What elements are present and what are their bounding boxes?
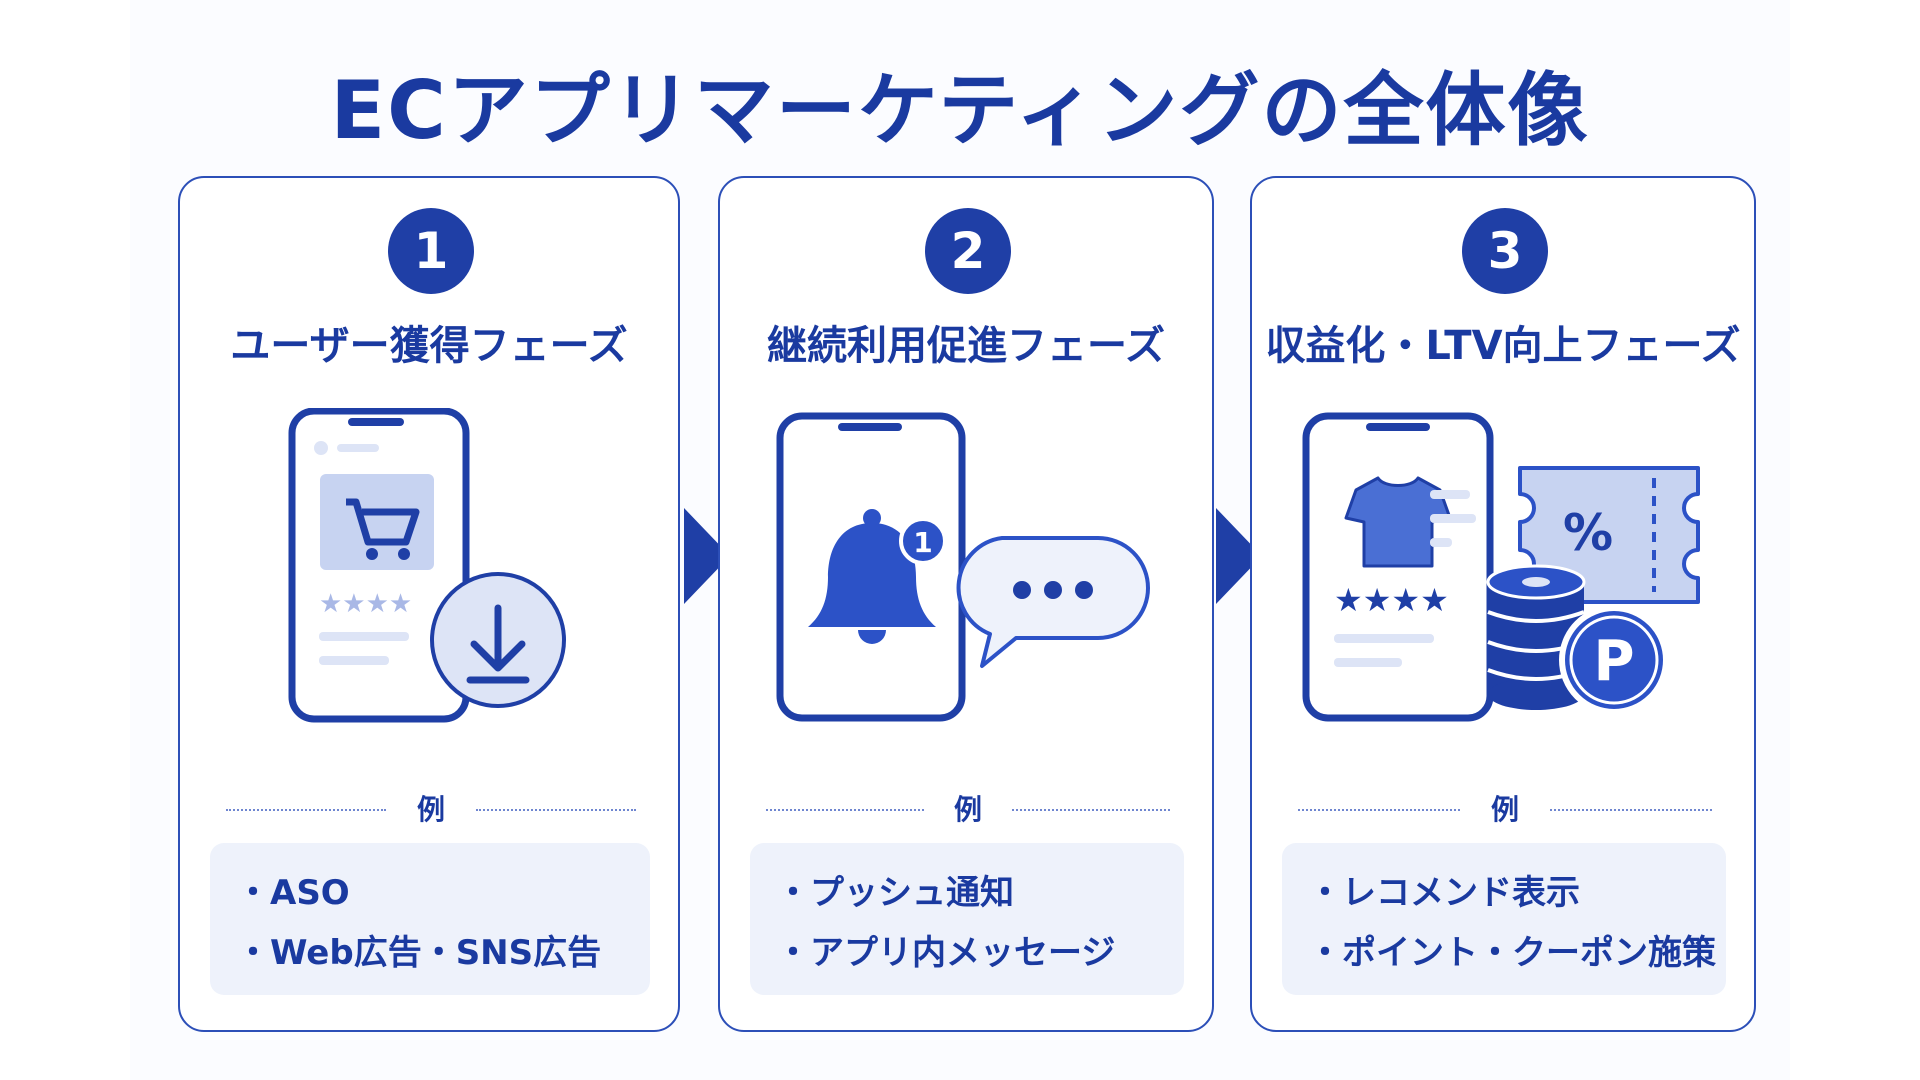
phase-title: 収益化・LTV向上フェーズ (1265, 323, 1741, 369)
notification-count: 1 (913, 526, 932, 559)
coin-stack-icon: P (1486, 564, 1669, 715)
example-item: ・アプリ内メッセージ (776, 925, 1115, 974)
point-symbol: P (1593, 629, 1634, 694)
phase-card-2: 2 継続利用促進フェーズ 1 例 ・プッシュ通知 ・アプリ内メッセージ (718, 176, 1214, 1032)
example-item: ・ASO (236, 865, 350, 914)
arrow-right-icon (1216, 508, 1262, 604)
example-box: ・プッシュ通知 ・アプリ内メッセージ (750, 843, 1184, 995)
phase-card-1: 1 ユーザー獲得フェーズ ★★★★ 例 ・ASO ・We (178, 176, 680, 1032)
coupon-symbol: % (1563, 504, 1613, 562)
monetization-illustration: ★★★★ % P (1302, 412, 1700, 722)
page-title: ECアプリマーケティングの全体像 (330, 64, 1590, 157)
example-divider: 例 (180, 788, 682, 828)
example-item: ・ポイント・クーポン施策 (1308, 925, 1716, 974)
bullet: ・ (776, 933, 810, 973)
bullet: ・ (236, 933, 270, 973)
chat-bubble-icon (956, 536, 1150, 668)
example-label: 例 (1490, 793, 1519, 826)
example-divider: 例 (720, 788, 1216, 828)
example-item: ・プッシュ通知 (776, 865, 1014, 914)
example-label: 例 (953, 793, 982, 826)
bullet: ・ (236, 873, 270, 913)
tshirt-icon (1344, 476, 1452, 568)
example-box: ・レコメンド表示 ・ポイント・クーポン施策 (1282, 843, 1726, 995)
example-item: ・Web広告・SNS広告 (236, 925, 601, 974)
bullet: ・ (1308, 873, 1342, 913)
step-number-badge: 1 (388, 208, 474, 294)
step-number-badge: 3 (1462, 208, 1548, 294)
arrow-right-icon (684, 508, 730, 604)
example-divider: 例 (1252, 788, 1758, 828)
phase-title: ユーザー獲得フェーズ (230, 323, 628, 369)
bell-icon: 1 (808, 509, 947, 644)
star-rating-icon: ★★★★ (1334, 581, 1449, 619)
bullet: ・ (776, 873, 810, 913)
bullet: ・ (1308, 933, 1342, 973)
retention-illustration: 1 (776, 412, 1150, 722)
step-number-badge: 2 (925, 208, 1011, 294)
svg-text:★★★★: ★★★★ (1334, 581, 1449, 619)
acquisition-illustration: ★★★★ (288, 408, 566, 723)
cart-icon (320, 474, 434, 570)
star-rating-icon: ★★★★ (319, 589, 412, 619)
example-label: 例 (416, 793, 445, 826)
phase-card-3: 3 収益化・LTV向上フェーズ ★★★★ % (1250, 176, 1756, 1032)
phase-title: 継続利用促進フェーズ (767, 323, 1165, 369)
example-item: ・レコメンド表示 (1308, 865, 1580, 914)
example-box: ・ASO ・Web広告・SNS広告 (210, 843, 650, 995)
svg-text:★★★★: ★★★★ (319, 589, 412, 619)
download-icon (430, 572, 566, 708)
